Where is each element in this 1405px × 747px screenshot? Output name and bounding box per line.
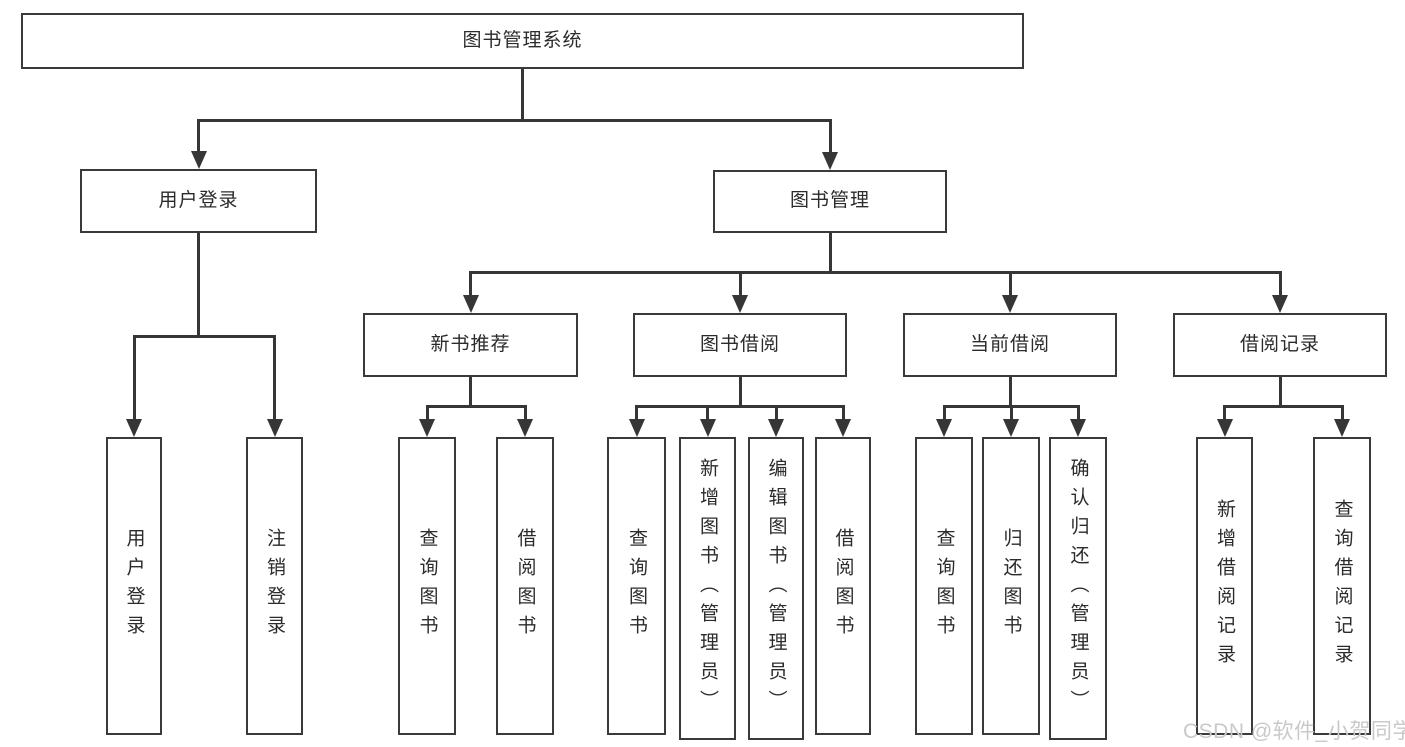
connector-line	[1278, 377, 1282, 408]
node-leaf-add-borrow-record: 新增借阅记录	[1196, 437, 1253, 735]
arrowhead-down-icon	[699, 419, 716, 437]
connector-line	[469, 271, 1282, 274]
arrowhead-down-icon	[1272, 295, 1288, 313]
connector-line	[1340, 405, 1344, 421]
node-branch-book-borrowing: 图书借阅	[633, 313, 847, 377]
connector-line	[469, 271, 472, 297]
node-root: 图书管理系统	[21, 13, 1024, 69]
arrowhead-down-icon	[190, 151, 207, 169]
node-leaf-query-books-borrowing: 查询图书	[607, 437, 666, 735]
connector-line	[469, 377, 472, 408]
arrowhead-down-icon	[628, 419, 645, 437]
arrowhead-down-icon	[1070, 419, 1086, 437]
connector-line	[273, 335, 276, 421]
node-leaf-query-books-current: 查询图书	[915, 437, 973, 735]
connector-line	[635, 405, 845, 408]
connector-line	[132, 335, 136, 421]
connector-line	[523, 405, 527, 421]
node-branch-current-borrowing: 当前借阅	[903, 313, 1117, 377]
connector-line	[1223, 405, 1344, 408]
connector-line	[1008, 271, 1012, 297]
connector-line	[1008, 377, 1012, 408]
connector-line	[425, 405, 429, 421]
arrowhead-down-icon	[822, 152, 838, 170]
arrowhead-down-icon	[768, 419, 784, 437]
connector-line	[197, 119, 832, 122]
arrowhead-down-icon	[936, 419, 952, 437]
node-leaf-query-books-recommend: 查询图书	[398, 437, 456, 735]
node-leaf-add-books-admin: 新增图书（管理员）	[679, 437, 736, 740]
connector-line	[1278, 271, 1282, 297]
connector-line	[197, 233, 200, 338]
connector-line	[1076, 405, 1080, 421]
node-branch-user-login: 用户登录	[80, 169, 317, 233]
arrowhead-down-icon	[462, 295, 479, 313]
watermark: CSDN @软件_小贺同学	[1183, 720, 1405, 743]
node-leaf-borrow-books-borrowing: 借阅图书	[815, 437, 871, 735]
node-leaf-confirm-return-admin: 确认归还（管理员）	[1049, 437, 1107, 740]
connector-line	[521, 69, 524, 122]
connector-line	[828, 119, 832, 154]
arrowhead-down-icon	[126, 419, 142, 437]
connector-line	[635, 405, 638, 421]
connector-line	[738, 271, 742, 297]
node-leaf-user-login: 用户登录	[106, 437, 162, 735]
connector-line	[774, 405, 778, 421]
node-leaf-logout: 注销登录	[246, 437, 303, 735]
connector-line	[738, 377, 742, 408]
connector-line	[942, 405, 946, 421]
arrowhead-down-icon	[835, 419, 851, 437]
node-branch-book-management: 图书管理	[713, 170, 947, 233]
connector-line	[132, 335, 276, 338]
arrowhead-down-icon	[732, 295, 748, 313]
node-branch-borrowing-records: 借阅记录	[1173, 313, 1387, 377]
node-leaf-borrow-books-recommend: 借阅图书	[496, 437, 554, 735]
connector-line	[197, 119, 200, 153]
connector-line	[828, 233, 832, 274]
node-branch-new-book-recommend: 新书推荐	[363, 313, 578, 377]
node-leaf-query-borrow-record: 查询借阅记录	[1313, 437, 1371, 735]
arrowhead-down-icon	[1003, 419, 1019, 437]
connector-line	[841, 405, 845, 421]
connector-line	[1223, 405, 1226, 421]
connector-line	[425, 405, 527, 408]
connector-line	[706, 405, 709, 421]
connector-line	[1009, 405, 1013, 421]
arrowhead-down-icon	[517, 419, 533, 437]
arrowhead-down-icon	[1002, 295, 1018, 313]
arrowhead-down-icon	[419, 419, 435, 437]
node-leaf-edit-books-admin: 编辑图书（管理员）	[748, 437, 804, 740]
arrowhead-down-icon	[1216, 419, 1233, 437]
arrowhead-down-icon	[1334, 419, 1350, 437]
arrowhead-down-icon	[266, 419, 283, 437]
node-leaf-return-books: 归还图书	[982, 437, 1040, 735]
